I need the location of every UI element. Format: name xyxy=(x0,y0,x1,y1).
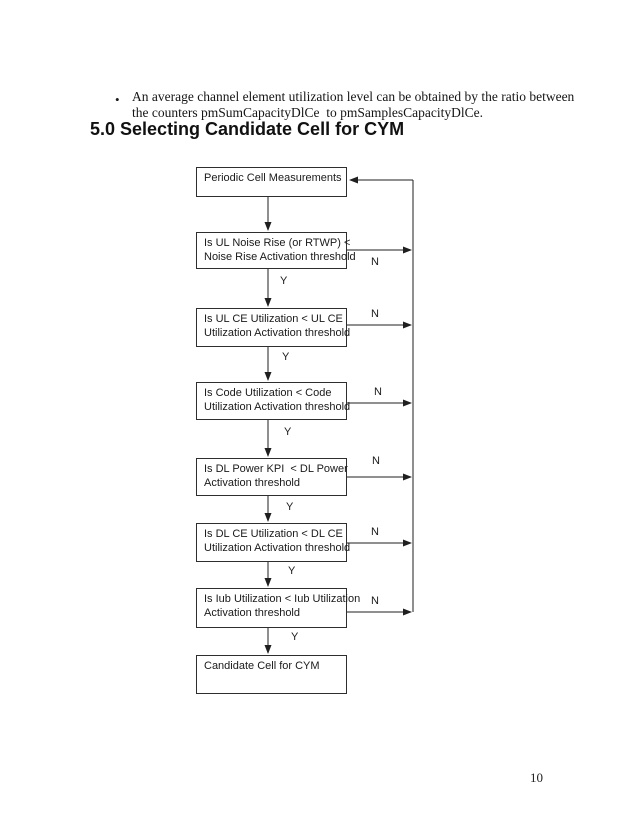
yes-label: Y xyxy=(282,351,290,363)
bullet-paragraph: • An average channel element utilization… xyxy=(114,89,574,120)
page-number: 10 xyxy=(530,770,543,785)
box-text: Utilization Activation threshold xyxy=(204,326,351,339)
box-text: Is Iub Utilization < Iub Utilization xyxy=(204,593,361,605)
box-text: Is DL CE Utilization < DL CE xyxy=(204,528,343,540)
yes-label: Y xyxy=(291,631,299,643)
no-label: N xyxy=(374,386,382,398)
box-text: Noise Rise Activation threshold xyxy=(204,250,356,263)
flowchart-box-dl-ce-utilization-check: Is DL CE Utilization < DL CE Utilization… xyxy=(196,523,351,562)
flowchart-box-iub-utilization-check: Is Iub Utilization < Iub Utilization Act… xyxy=(196,588,361,628)
flowchart-box-code-utilization-check: Is Code Utilization < Code Utilization A… xyxy=(196,382,351,420)
flowchart-box-dl-power-kpi-check: Is DL Power KPI < DL Power Activation th… xyxy=(196,458,348,496)
section-heading: 5.0 Selecting Candidate Cell for CYM xyxy=(90,119,405,139)
bullet-text-line: An average channel element utilization l… xyxy=(132,89,575,104)
box-text: Is UL CE Utilization < UL CE xyxy=(204,313,343,325)
box-text: Activation threshold xyxy=(204,476,300,489)
yes-label: Y xyxy=(288,565,296,577)
no-label: N xyxy=(371,595,379,607)
flowchart-box-candidate-cell-for-cym: Candidate Cell for CYM xyxy=(196,655,347,694)
flowchart-box-ul-noise-rise-check: Is UL Noise Rise (or RTWP) < Noise Rise … xyxy=(196,232,356,269)
bullet-text-line: the counters pmSumCapacityDlCe to pmSamp… xyxy=(132,104,483,120)
box-text: Periodic Cell Measurements xyxy=(204,172,342,184)
box-text: Utilization Activation threshold xyxy=(204,541,351,554)
box-text: Candidate Cell for CYM xyxy=(204,660,320,672)
yes-label: Y xyxy=(286,501,294,513)
box-text: Is Code Utilization < Code xyxy=(204,387,332,399)
yes-label: Y xyxy=(284,426,292,438)
flowchart-box-periodic-cell-measurements: Periodic Cell Measurements xyxy=(196,167,347,197)
box-text: Activation threshold xyxy=(204,606,300,619)
no-label: N xyxy=(371,256,379,268)
no-label: N xyxy=(371,526,379,538)
flowchart-box-ul-ce-utilization-check: Is UL CE Utilization < UL CE Utilization… xyxy=(196,308,351,347)
box-text: Is DL Power KPI < DL Power xyxy=(204,463,348,475)
box-text: Utilization Activation threshold xyxy=(204,400,351,413)
no-label: N xyxy=(371,308,379,320)
bullet-text: An average channel element utilization l… xyxy=(132,89,574,120)
no-label: N xyxy=(372,455,380,467)
bullet-icon: • xyxy=(115,92,120,107)
box-text: Is UL Noise Rise (or RTWP) < xyxy=(204,237,351,249)
yes-label: Y xyxy=(280,275,288,287)
